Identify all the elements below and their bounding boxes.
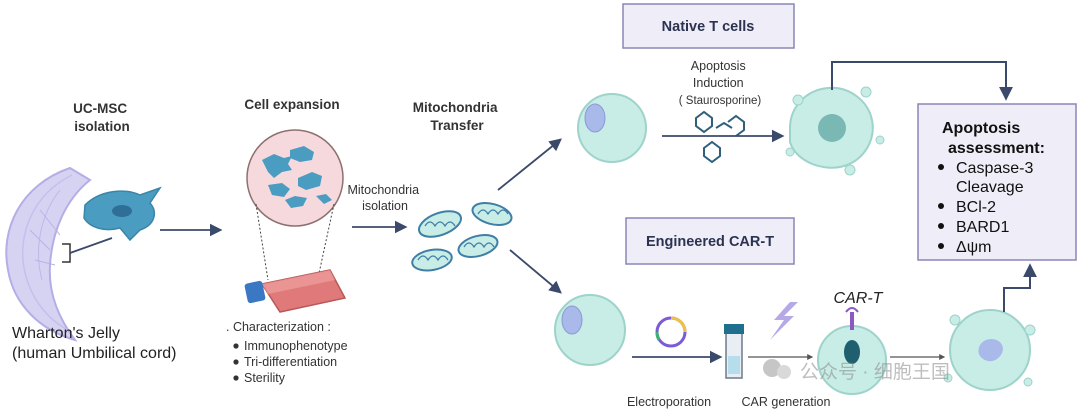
engineered-car-t-box: [625, 217, 795, 265]
characterization-title: . Characterization :: [226, 320, 331, 334]
lightning-icon: [770, 302, 798, 340]
characterization-list: Immunophenotype Tri-differentiation Ster…: [233, 339, 348, 385]
assessment-title: Apoptosis assessment:: [942, 120, 1045, 157]
umbilical-cord-icon: [5, 166, 113, 342]
staurosporine-molecule-icon: [695, 110, 745, 164]
arrow-car-t-to-assessment: [1003, 263, 1037, 312]
assessment-item: Caspase-3: [956, 160, 1033, 177]
car-t-label: CAR-T: [834, 290, 884, 307]
assessment-box: [917, 103, 1077, 261]
assessment-item: BARD1: [956, 219, 1009, 236]
electroporation-label: Electroporation: [627, 395, 711, 409]
source-label: Wharton's Jelly (human Umbilical cord): [12, 325, 177, 362]
characterization-item: Sterility: [244, 371, 286, 385]
car-t-cell-icon: [817, 307, 887, 395]
engineered-t-cell-icon: [554, 294, 626, 366]
native-t-cells-title: Native T cells: [662, 19, 755, 35]
cell-culture-icon: [246, 129, 344, 227]
msc-cell-icon: [83, 186, 162, 242]
characterization-item: Tri-differentiation: [244, 355, 337, 369]
arrow-native-to-assessment: [831, 61, 1013, 101]
apoptotic-cell-icon: [785, 86, 885, 176]
characterization-item: Immunophenotype: [244, 339, 348, 353]
watermark-text: 公众号 · 细胞王国: [800, 361, 950, 383]
mitochondria-icon: [411, 202, 513, 272]
assessment-item: Cleavage: [956, 179, 1024, 196]
engineered-car-t-title: Engineered CAR-T: [646, 234, 774, 250]
culture-flask-icon: [244, 269, 347, 313]
plasmid-icon: [655, 316, 687, 348]
arrow-to-engineered: [509, 249, 562, 294]
native-t-cell-icon: [577, 93, 647, 163]
cuvette-icon: [724, 324, 744, 379]
apoptosis-induction-label: Apoptosis Induction ( Staurosporine): [679, 59, 762, 107]
isolation-header: UC-MSC isolation: [73, 101, 131, 134]
assessment-list: Caspase-3 Cleavage BCl-2 BARD1 Δψm: [938, 160, 1033, 256]
transfer-header: Mitochondria Transfer: [413, 100, 502, 133]
assessment-item: Δψm: [956, 239, 991, 256]
car-generation-label: CAR generation: [742, 395, 831, 409]
assessment-item: BCl-2: [956, 199, 996, 216]
arrow-to-native: [497, 138, 562, 191]
native-t-cells-box: [622, 3, 795, 49]
apoptotic-car-t-icon: [943, 308, 1036, 392]
watermark: 公众号 · 细胞王国: [763, 359, 950, 383]
expansion-header: Cell expansion: [244, 97, 339, 112]
mito-isolation-label: Mitochondria isolation: [347, 183, 422, 213]
